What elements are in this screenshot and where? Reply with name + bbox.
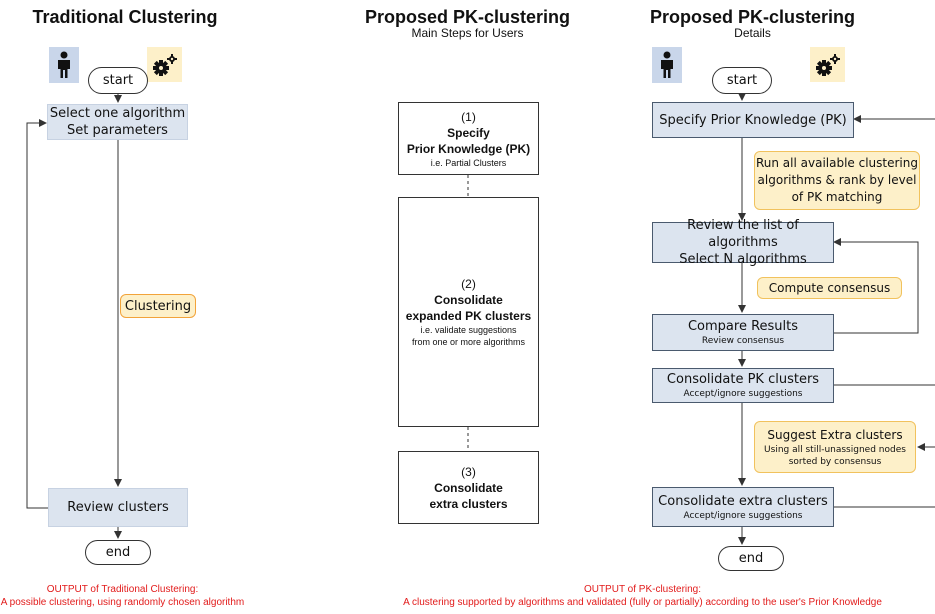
output-traditional-line2: A possible clustering, using randomly ch… — [0, 597, 245, 608]
step2-number: (2) — [461, 277, 476, 291]
compare-results-box: Compare Results Review consensus — [652, 314, 834, 351]
output-traditional-line1: OUTPUT of Traditional Clustering: — [46, 584, 199, 595]
end-node: end — [718, 546, 784, 571]
step1-number: (1) — [461, 109, 476, 124]
gears-icon — [810, 47, 845, 82]
step1-sub: i.e. Partial Clusters — [430, 157, 507, 168]
suggest-extra-title: Suggest Extra clusters — [767, 427, 903, 442]
title-proposed-main: Proposed PK-clustering — [364, 7, 571, 27]
consolidate-pk-title: Consolidate PK clusters — [666, 372, 820, 387]
person-icon — [652, 47, 682, 83]
gears-icon — [147, 47, 182, 82]
step2-box: (2) Consolidate expanded PK clusters i.e… — [398, 197, 539, 427]
step1-box: (1) Specify Prior Knowledge (PK) i.e. Pa… — [398, 102, 539, 175]
step2-title2: expanded PK clusters — [405, 309, 532, 323]
step1-title1: Specify — [447, 125, 490, 140]
person-icon — [49, 47, 79, 83]
specify-pk-box: Specify Prior Knowledge (PK) — [652, 102, 854, 138]
step2-title1: Consolidate — [434, 293, 503, 307]
step2-sub1: i.e. validate suggestions — [420, 325, 517, 335]
consolidate-extra-title: Consolidate extra clusters — [658, 493, 828, 509]
clustering-note: Clustering — [120, 294, 196, 318]
select-algorithm-line1: Select one algorithm — [49, 106, 186, 121]
compare-results-title: Compare Results — [687, 319, 799, 334]
output-pk-line1: OUTPUT of PK-clustering: — [583, 584, 702, 595]
end-node: end — [85, 540, 151, 565]
run-algorithms-line1: Run all available clustering — [755, 156, 918, 170]
run-algorithms-note: Run all available clustering algorithms … — [754, 151, 920, 210]
select-algorithm-box: Select one algorithm Set parameters — [47, 104, 188, 140]
review-algorithms-line2: Select N algorithms — [679, 252, 807, 267]
suggest-extra-note: Suggest Extra clusters Using all still-u… — [754, 421, 916, 473]
suggest-extra-sub2: sorted by consensus — [788, 456, 882, 467]
review-algorithms-box: Review the list of algorithms Select N a… — [652, 218, 834, 267]
step2-sub2: from one or more algorithms — [411, 337, 526, 347]
consolidate-extra-box: Consolidate extra clusters Accept/ignore… — [652, 487, 834, 527]
review-clusters-box: Review clusters — [48, 488, 188, 527]
subtitle-proposed-details: Details — [734, 26, 771, 40]
output-traditional: OUTPUT of Traditional Clustering: A poss… — [0, 583, 245, 609]
output-pk-line2: A clustering supported by algorithms and… — [403, 597, 882, 608]
consolidate-pk-box: Consolidate PK clusters Accept/ignore su… — [652, 368, 834, 403]
compare-results-sub: Review consensus — [701, 336, 785, 346]
title-traditional: Traditional Clustering — [32, 7, 218, 27]
run-algorithms-line3: of PK matching — [791, 190, 883, 204]
select-algorithm-line2: Set parameters — [67, 123, 168, 138]
review-algorithms-line1: Review the list of algorithms — [687, 218, 799, 250]
output-pk: OUTPUT of PK-clustering: A clustering su… — [350, 583, 935, 609]
step1-title2: Prior Knowledge (PK) — [406, 141, 531, 156]
subtitle-proposed-main: Main Steps for Users — [411, 26, 524, 40]
title-proposed-details: Proposed PK-clustering — [649, 7, 856, 27]
step3-number: (3) — [461, 464, 476, 479]
run-algorithms-line2: algorithms & rank by level — [757, 173, 917, 187]
step3-title2: extra clusters — [429, 496, 508, 511]
suggest-extra-sub1: Using all still-unassigned nodes — [764, 444, 906, 455]
step3-box: (3) Consolidate extra clusters — [398, 451, 539, 524]
consolidate-extra-sub: Accept/ignore suggestions — [683, 510, 803, 521]
start-node: start — [88, 67, 148, 94]
step3-title1: Consolidate — [434, 480, 503, 495]
consolidate-pk-sub: Accept/ignore suggestions — [683, 389, 803, 399]
compute-consensus-note: Compute consensus — [757, 277, 902, 299]
start-node: start — [712, 67, 772, 94]
